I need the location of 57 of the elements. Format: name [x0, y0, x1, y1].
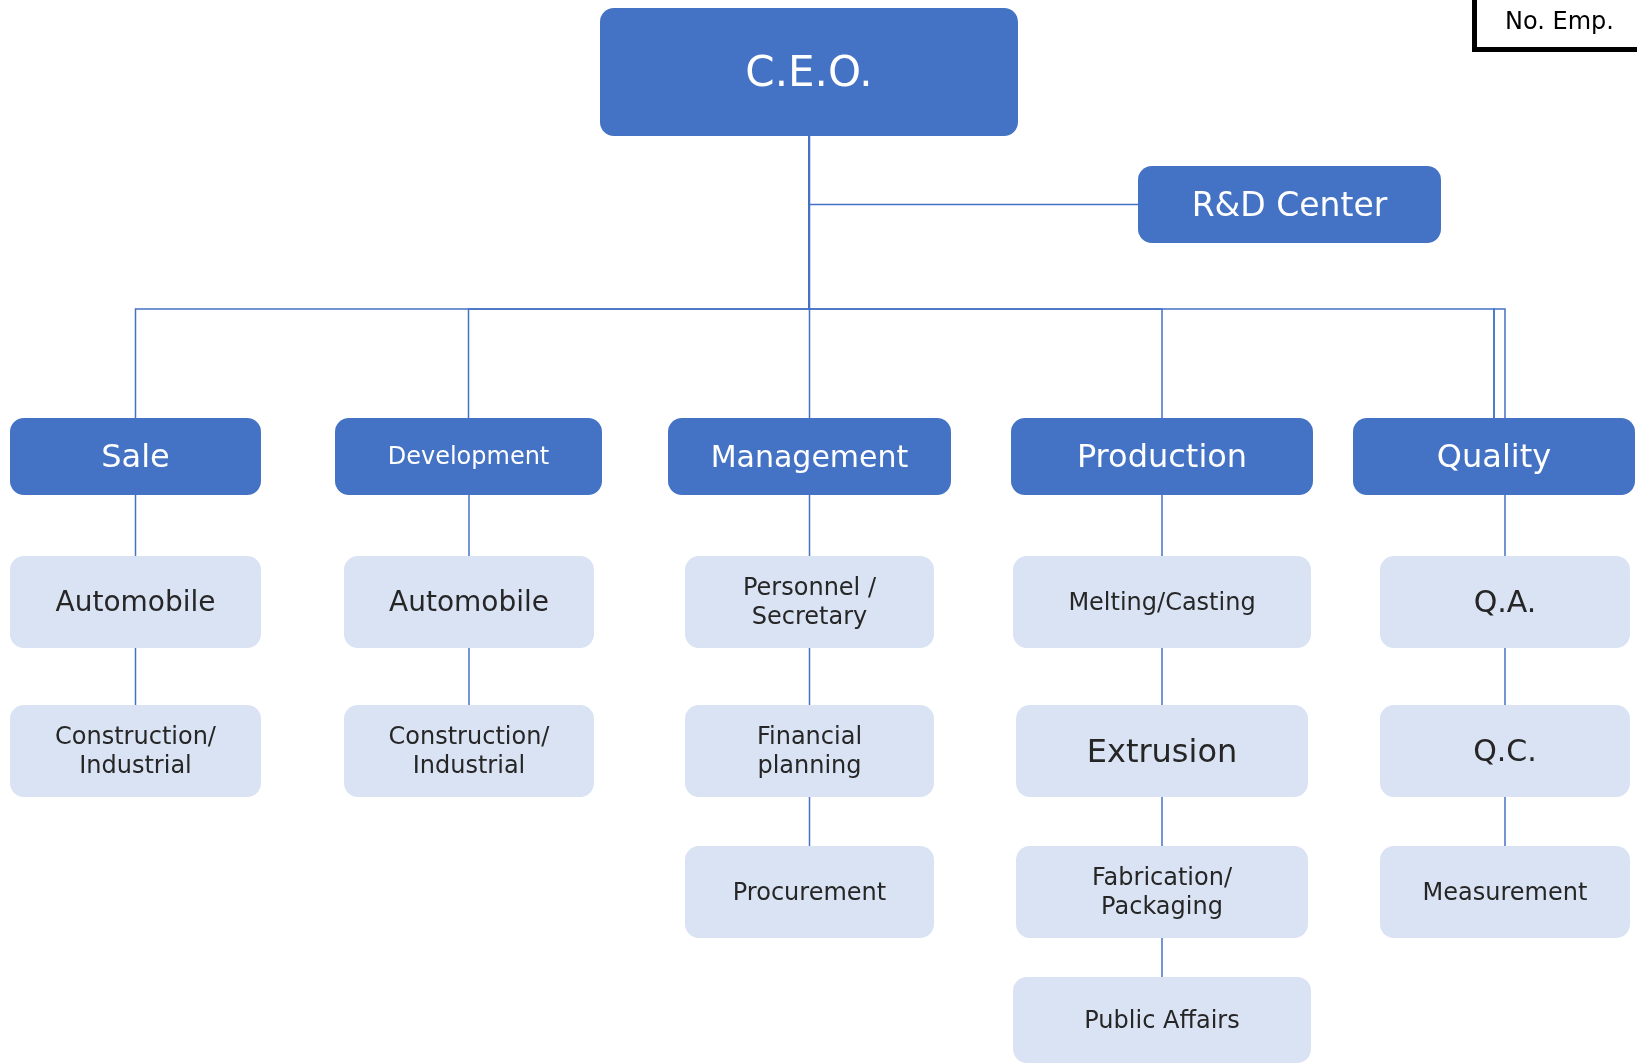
box-label: Construction/ Industrial: [54, 722, 217, 780]
box-label: Automobile: [55, 585, 216, 619]
connector-line: [468, 494, 470, 557]
box-label: Management: [710, 438, 909, 475]
unit-box: [10, 705, 261, 797]
connector-line: [1504, 796, 1506, 847]
connector-line: [1504, 647, 1506, 706]
unit-box: [685, 846, 934, 938]
department-box: [1353, 418, 1635, 495]
box-label: Construction/ Industrial: [387, 722, 551, 780]
box-label: Quality: [1436, 437, 1552, 476]
unit-box: [1016, 705, 1308, 797]
unit-box: [685, 705, 934, 797]
box-label: Personnel / Secretary: [742, 573, 877, 631]
box-label: Q.A.: [1473, 584, 1537, 620]
connector-line: [134, 494, 137, 557]
box-label: Development: [387, 442, 550, 471]
box-label: Production: [1076, 437, 1248, 476]
box-label: Financial planning: [755, 722, 864, 780]
box-label: Melting/Casting: [1068, 587, 1256, 617]
connector-line: [1161, 937, 1163, 978]
note-box: [1472, 0, 1637, 52]
box-label: Fabrication/ Packaging: [1090, 863, 1233, 921]
unit-box: [344, 705, 594, 797]
connector-line: [808, 494, 811, 557]
connector-line: [468, 647, 470, 706]
box-label: Automobile: [389, 585, 549, 619]
department-box: [600, 8, 1018, 136]
department-box: [335, 418, 602, 495]
unit-box: [1380, 705, 1630, 797]
department-box: [1011, 418, 1313, 495]
unit-box: [344, 556, 594, 648]
department-box: [10, 418, 261, 495]
unit-box: [1380, 846, 1630, 938]
department-box: [1138, 166, 1441, 243]
box-label: Public Affairs: [1084, 1005, 1240, 1035]
connector-line: [1161, 494, 1163, 557]
box-label: R&D Center: [1191, 184, 1388, 225]
box-label: Measurement: [1422, 877, 1588, 907]
unit-box: [685, 556, 934, 648]
department-box: [668, 418, 951, 495]
box-label: Sale: [101, 437, 170, 476]
unit-box: [1013, 556, 1311, 648]
box-label: Q.C.: [1473, 733, 1537, 769]
connector-line: [1161, 647, 1163, 706]
unit-box: [1380, 556, 1630, 648]
box-label: Procurement: [732, 877, 887, 907]
unit-box: [10, 556, 261, 648]
box-label: C.E.O.: [745, 46, 873, 98]
box-label: No. Emp.: [1505, 6, 1614, 36]
unit-box: [1016, 846, 1308, 938]
connector-line: [134, 647, 137, 706]
unit-box: [1013, 977, 1311, 1063]
box-label: Extrusion: [1086, 731, 1238, 771]
connector-line: [808, 796, 811, 847]
connector-line: [1161, 796, 1163, 847]
connector-line: [808, 647, 811, 706]
